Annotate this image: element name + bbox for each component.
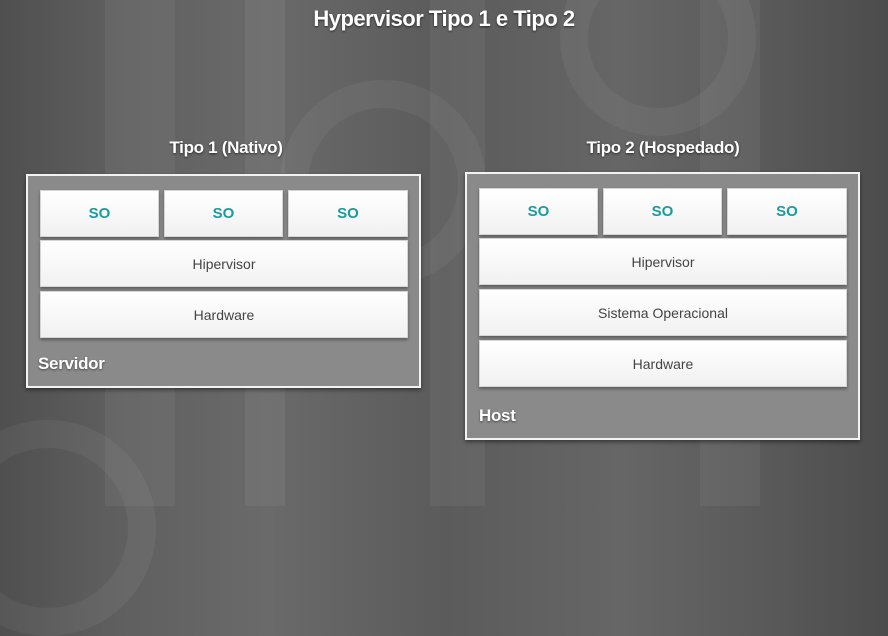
tipo1-label: Tipo 1 (Nativo) <box>169 138 283 157</box>
tipo2-os-box-3: SO <box>727 188 847 235</box>
tipo1-hardware-box: Hardware <box>40 291 408 338</box>
tipo2-label: Tipo 2 (Hospedado) <box>586 138 740 157</box>
tipo1-os-box-1: SO <box>40 190 159 237</box>
tipo2-frame-label: Host <box>479 406 516 425</box>
tipo1-os-box-2: SO <box>164 190 283 237</box>
tipo2-hypervisor-box: Hipervisor <box>479 238 847 285</box>
tipo1-server-frame: SO SO SO Hipervisor Hardware Servidor <box>26 174 421 388</box>
tipo2-hardware-box: Hardware <box>479 340 847 387</box>
tipo2-host-frame: SO SO SO Hipervisor Sistema Operacional … <box>465 172 860 440</box>
tipo1-os-box-3: SO <box>288 190 408 237</box>
tipo2-host-os-box: Sistema Operacional <box>479 289 847 336</box>
tipo2-os-box-1: SO <box>479 188 598 235</box>
tipo2-os-box-2: SO <box>603 188 722 235</box>
tipo1-frame-label: Servidor <box>38 354 105 373</box>
tipo1-hypervisor-box: Hipervisor <box>40 240 408 287</box>
diagram-title: Hypervisor Tipo 1 e Tipo 2 <box>313 6 575 31</box>
